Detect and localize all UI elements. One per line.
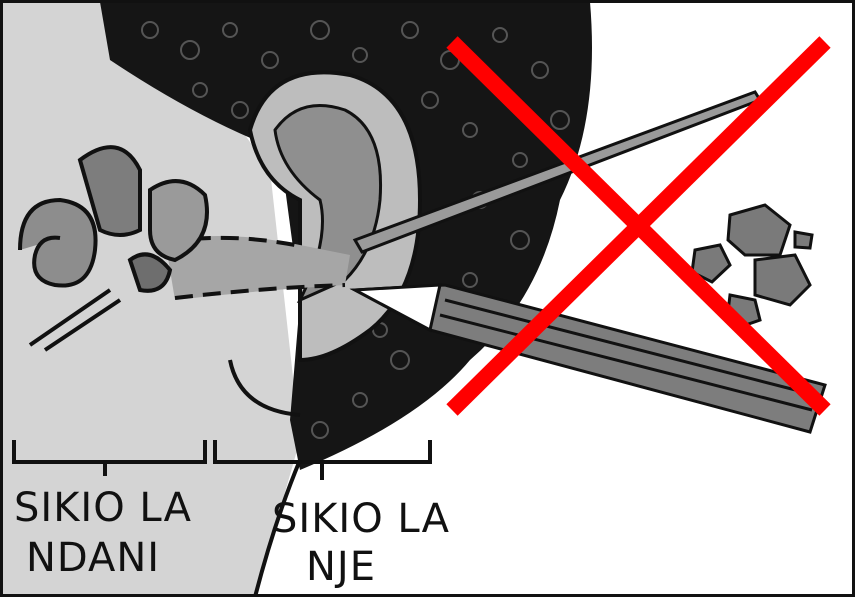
stones xyxy=(690,203,814,329)
ear-canal-bottom-dash xyxy=(174,283,346,300)
inner-ear-label-line2: NDANI xyxy=(26,535,161,581)
jaw-line xyxy=(253,459,302,597)
hair-texture xyxy=(141,20,570,439)
earlobe xyxy=(228,359,301,417)
ear-canal xyxy=(165,236,350,300)
inner-ear xyxy=(18,145,209,352)
inner-ear-label-line1: SIKIO LA xyxy=(14,485,192,531)
prohibition-x-icon xyxy=(446,36,831,416)
outer-ear-label-line1: SIKIO LA xyxy=(272,496,450,542)
outer-ear-bracket xyxy=(213,440,432,480)
outer-ear-label-line2: NJE xyxy=(306,544,376,590)
head-skin xyxy=(2,2,300,597)
inner-ear-bracket xyxy=(12,440,207,476)
